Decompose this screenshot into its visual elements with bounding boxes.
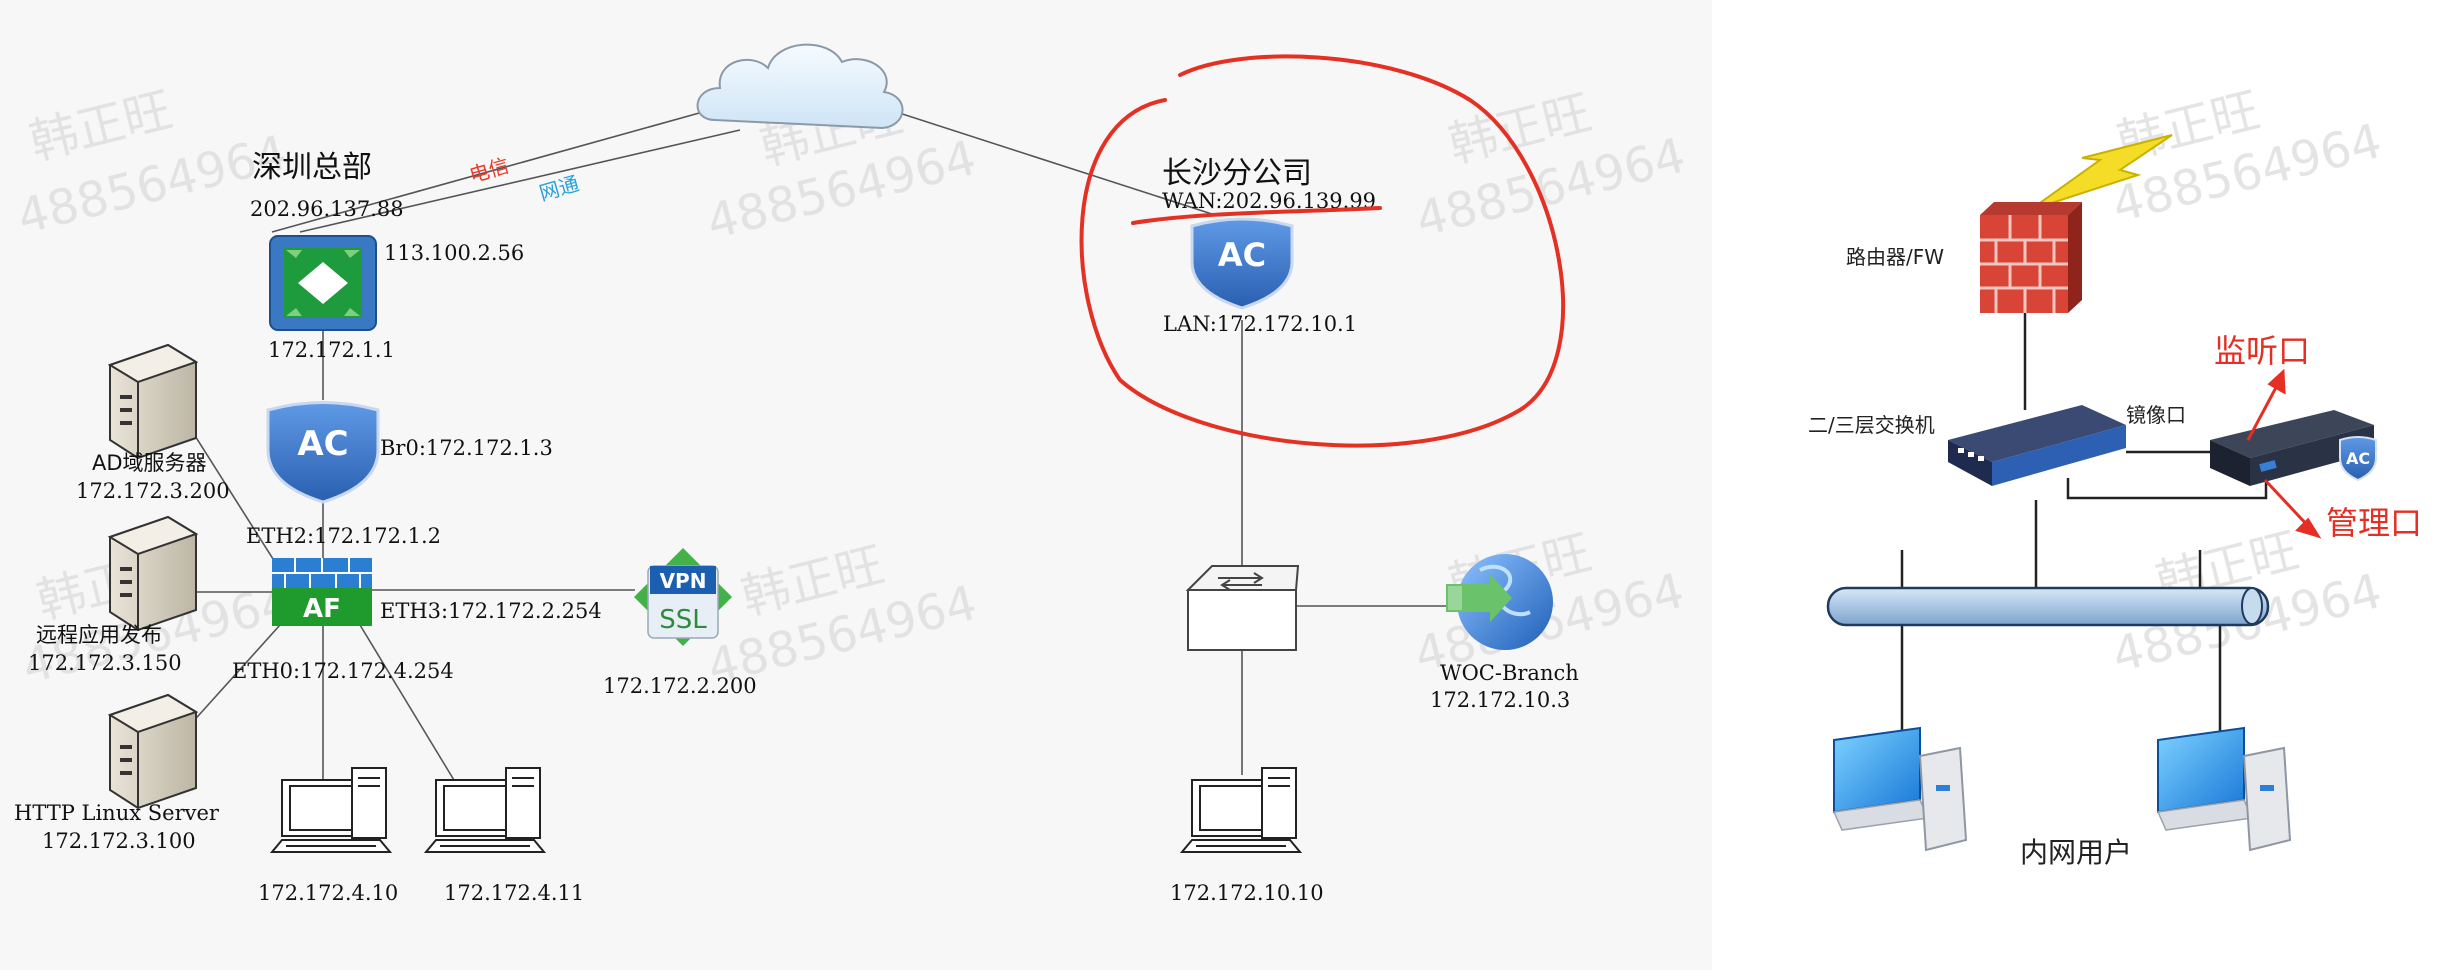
mirror-port-label: 镜像口 [2126,403,2186,427]
branch-highlight-circle [1079,54,1566,448]
ad-server-icon[interactable] [107,343,199,460]
hq-ac-label: AC [297,424,348,464]
layer23-switch-icon[interactable] [1948,405,2126,486]
http-linux-server-icon[interactable] [107,693,199,810]
listen-port-arrow [2246,368,2286,441]
brick-firewall-icon[interactable] [1980,202,2082,313]
af-eth2: ETH2:172.172.1.2 [246,524,441,548]
af-firewall-icon[interactable]: AF [272,558,372,626]
pc2-ip: 172.172.4.11 [444,881,584,905]
woc-ip: 172.172.10.3 [1430,688,1570,712]
ad-server-name: AD域服务器 [92,451,207,475]
branch-pc-ip: 172.172.10.10 [1170,881,1324,905]
branch-ac-label: AC [1218,236,1266,274]
link-af-pc2 [359,624,461,791]
user-pc-icon[interactable] [2156,726,2292,852]
user-pc-icon[interactable] [1832,726,1968,852]
af-label: AF [303,594,341,624]
af-eth0: ETH0:172.172.4.254 [232,659,454,683]
ac-appliance-icon[interactable]: AC [2210,410,2377,486]
router-icon[interactable] [269,235,377,331]
branch-switch-icon[interactable] [1185,565,1300,651]
vpn-top-label: VPN [660,569,707,593]
mgmt-port-label: 管理口 [2326,504,2422,542]
vpn-ssl-device-icon[interactable]: VPN SSL [634,548,732,646]
branch-lan: LAN:172.172.10.1 [1163,312,1357,336]
branch-title: 长沙分公司 [1162,156,1312,191]
link-cloud-branch [889,109,1216,216]
remote-app-server-icon[interactable] [107,515,199,632]
hq-ip-telecom: 202.96.137.88 [250,197,404,221]
branch-ac-device-icon[interactable]: AC [1190,217,1294,310]
woc-branch-globe-icon[interactable] [1446,554,1553,650]
remote-app-server-name: 远程应用发布 [36,623,162,647]
af-eth3: ETH3:172.172.2.254 [380,599,602,623]
mgmt-port-arrow [2263,478,2322,539]
http-linux-server-name: HTTP Linux Server [14,801,220,825]
router-ip: 172.172.1.1 [268,338,395,362]
vpn-ip: 172.172.2.200 [603,674,757,698]
right-links [1900,310,2268,740]
vpn-bottom-label: SSL [659,605,707,635]
ad-server-ip: 172.172.3.200 [76,479,230,503]
pc-icon[interactable] [269,767,393,853]
firewall-label: 路由器/FW [1846,245,1944,269]
branch-pc-icon[interactable] [1179,767,1303,853]
pc1-ip: 172.172.4.10 [258,881,398,905]
woc-name: WOC-Branch [1440,661,1579,685]
link-http-af [189,624,281,726]
link-telecom [271,109,711,233]
hq-ac-device-icon[interactable]: AC [266,401,380,504]
pc-icon[interactable] [423,767,547,853]
intranet-users-label: 内网用户 [2020,836,2132,869]
link-ad-af [184,419,281,571]
listen-port-label: 监听口 [2214,332,2310,370]
hq-title: 深圳总部 [252,150,372,185]
remote-app-server-ip: 172.172.3.150 [28,651,182,675]
http-linux-server-ip: 172.172.3.100 [42,829,196,853]
right-ac-label: AC [2346,449,2370,468]
lan-bus-icon [1826,586,2270,627]
hq-ac-br0: Br0:172.172.1.3 [380,436,553,460]
wan-underline [1131,206,1382,225]
switch-label: 二/三层交换机 [1808,413,1935,437]
links [184,109,1460,791]
link-unicom [299,129,741,233]
hq-ip-unicom: 113.100.2.56 [384,241,524,265]
internet-cloud-icon [696,43,904,130]
